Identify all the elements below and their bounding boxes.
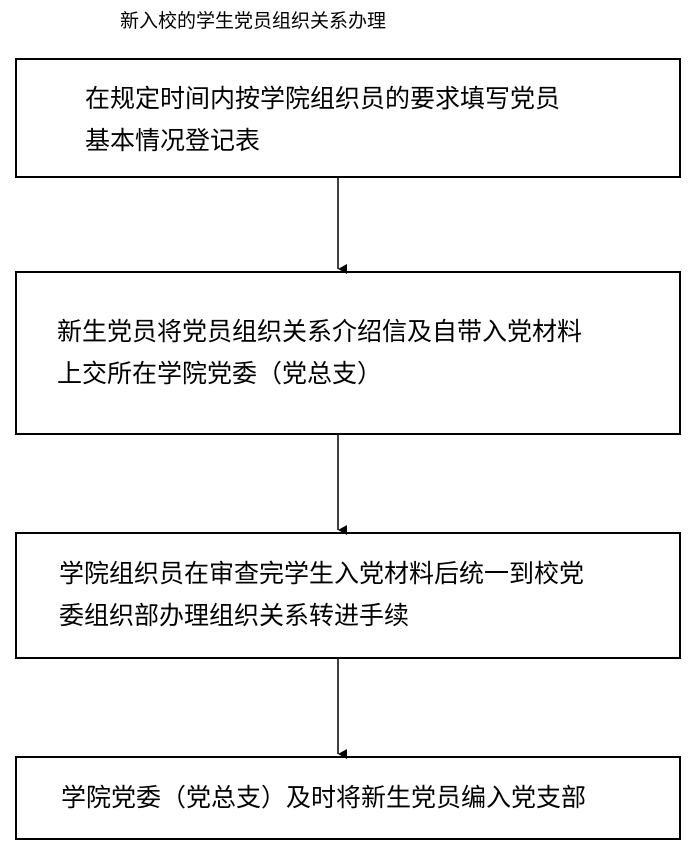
step-4-box: 学院党委（党总支）及时将新生党员编入党支部: [15, 756, 681, 840]
step-3-text: 学院组织员在审查完学生入党材料后统一到校党 委组织部办理组织关系转进手续: [59, 559, 585, 630]
step-2-box: 新生党员将党员组织关系介绍信及自带入党材料 上交所在学院党委（党总支）: [15, 271, 681, 435]
step-4-text: 学院党委（党总支）及时将新生党员编入党支部: [61, 783, 587, 812]
step-1-text: 在规定时间内按学院组织员的要求填写党员 基本情况登记表: [85, 84, 561, 155]
step-1-box: 在规定时间内按学院组织员的要求填写党员 基本情况登记表: [15, 58, 681, 178]
flowchart-title: 新入校的学生党员组织关系办理: [120, 10, 387, 32]
step-3-box: 学院组织员在审查完学生入党材料后统一到校党 委组织部办理组织关系转进手续: [15, 532, 681, 659]
step-2-text: 新生党员将党员组织关系介绍信及自带入党材料 上交所在学院党委（党总支）: [57, 317, 583, 388]
